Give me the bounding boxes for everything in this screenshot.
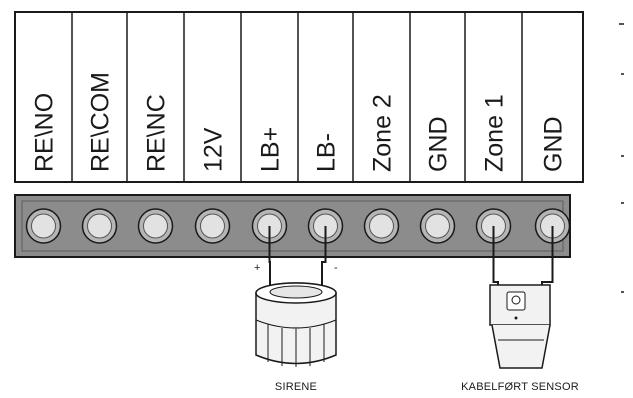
siren-wire-minus <box>321 226 327 288</box>
terminal-screw-head <box>143 213 168 239</box>
terminal-label: GND <box>425 116 453 172</box>
siren-plus-sign: + <box>254 262 260 274</box>
terminal-label-panel <box>14 11 584 183</box>
terminal-label: Zone 1 <box>481 94 509 172</box>
terminal-label: RE\COM <box>87 72 115 172</box>
siren-wire-plus <box>268 226 271 288</box>
terminal-screw-head <box>200 213 225 239</box>
terminal-label: Zone 2 <box>369 94 397 172</box>
terminal-label: LB+ <box>257 127 285 172</box>
terminal-label: RE\NO <box>31 93 59 172</box>
terminal-screw-head <box>369 213 394 239</box>
terminal-screw-head <box>425 213 450 239</box>
sensor-device <box>489 284 551 369</box>
terminal-label: RE\NC <box>143 94 171 172</box>
terminal-screw-head <box>87 213 112 239</box>
terminal-screw-head <box>31 213 56 239</box>
terminal-label: 12V <box>200 127 228 172</box>
sensor-label: KABELFØRT SENSOR <box>461 381 579 393</box>
siren-minus-sign: - <box>334 262 338 274</box>
terminal-label-columns: RE\NO RE\COM RE\NC 12V LB+ LB- Zone 2 GND Zone 1… <box>31 12 568 182</box>
edge-marks <box>619 23 624 293</box>
siren-device <box>255 282 337 367</box>
siren-label: SIRENE <box>275 381 317 393</box>
terminal-label: GND <box>540 116 568 172</box>
terminal-label: LB- <box>313 133 341 172</box>
